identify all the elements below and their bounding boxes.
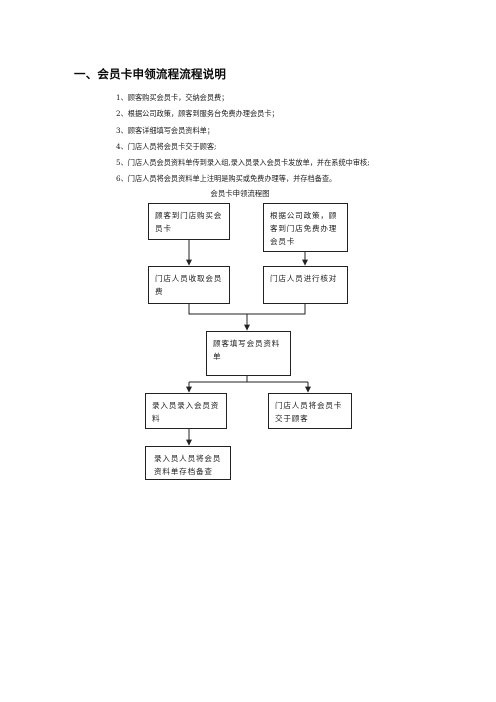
node-fill-form: 顾客填写会员资料单 bbox=[206, 331, 291, 376]
step-item-3: 3、顾客详细填写会员资料单； bbox=[116, 125, 215, 135]
flowchart-title: 会员卡申领流程图 bbox=[210, 189, 270, 198]
step-item-4: 4、门店人员将会员卡交于顾客; bbox=[116, 141, 217, 151]
node-enter-data: 录入员录入会员资料 bbox=[145, 393, 227, 429]
node-archive: 录入员人员将会员资料单存档备查 bbox=[145, 446, 231, 480]
node-collect-fee: 门店人员收取会员费 bbox=[148, 266, 230, 304]
step-item-1: 1、顾客购买会员卡，交纳会员费； bbox=[116, 93, 229, 102]
node-buy-card: 顾客到门店购买会员卡 bbox=[148, 203, 230, 240]
section-heading: 一、会员卡申领流程流程说明 bbox=[74, 67, 227, 81]
node-hand-card: 门店人员将会员卡交于顾客 bbox=[268, 393, 352, 429]
node-verify: 门店人员进行核对 bbox=[263, 266, 348, 304]
step-item-2: 2、根据公司政策，顾客到服务台免费办理会员卡； bbox=[116, 109, 279, 119]
step-item-5: 5、门店人员会员资料单传到录入组,录入员录入会员卡发放单，并在系统中审核; bbox=[116, 158, 370, 168]
connector-fill-split bbox=[189, 376, 248, 383]
connector-collect-down bbox=[188, 304, 306, 315]
step-list: 1、顾客购买会员卡，交纳会员费； 2、根据公司政策，顾客到服务台免费办理会员卡；… bbox=[116, 93, 370, 191]
node-free-card: 根据公司政策，顾客到门店免费办理会员卡 bbox=[263, 203, 348, 252]
step-item-6: 6、门店人员将会员资料单上注明是购买或免费办理等，并存档备查。 bbox=[116, 174, 337, 184]
